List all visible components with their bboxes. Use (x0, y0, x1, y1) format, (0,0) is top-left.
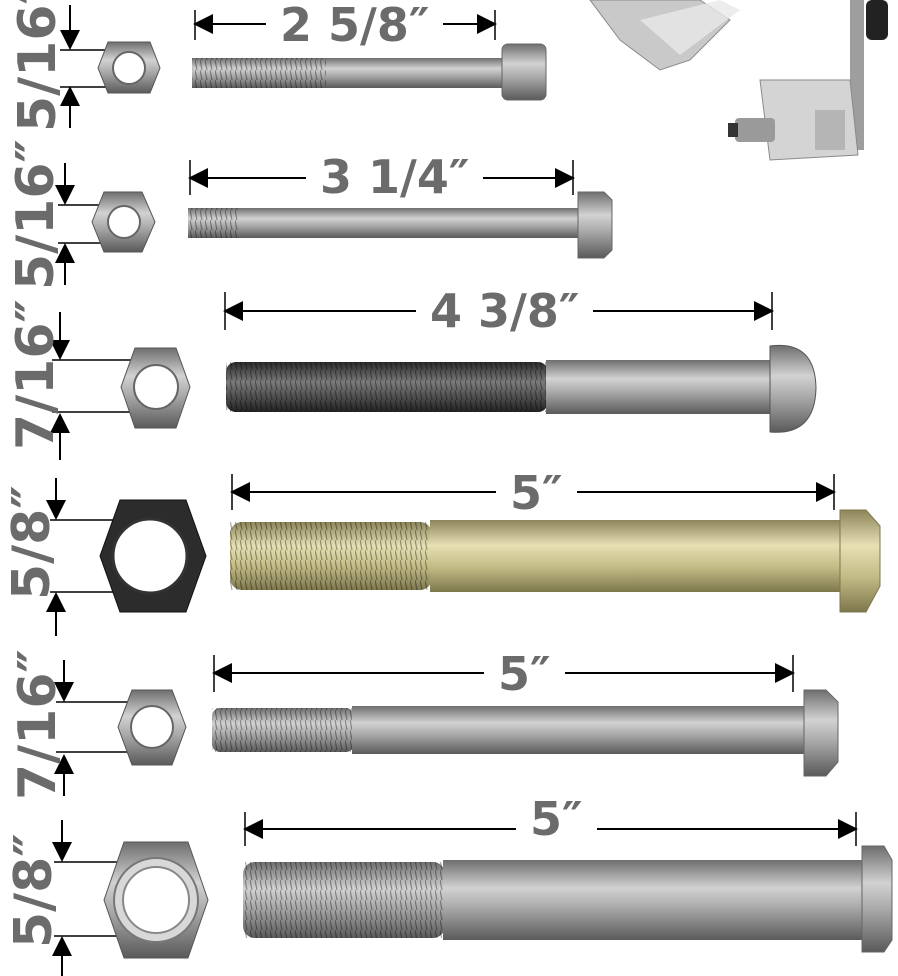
diameter-label-2: 5/16″ (6, 139, 66, 290)
length-label-5: 5″ (484, 651, 565, 697)
bolt-row-5 (54, 655, 839, 796)
length-label-2: 3 1/4″ (306, 154, 484, 200)
bolt-row-1 (60, 5, 547, 128)
bolt-row-2 (55, 160, 613, 285)
bracket-photo (589, 0, 888, 161)
bolt-row-4 (46, 474, 881, 636)
length-label-6: 5″ (516, 796, 597, 842)
diameter-label-6: 5/8″ (4, 833, 64, 948)
diameter-label-5: 7/16″ (8, 649, 68, 800)
diameter-label-1: 5/16″ (8, 0, 68, 132)
length-label-4: 5″ (496, 470, 577, 516)
diameter-label-4: 5/8″ (2, 485, 62, 600)
length-label-1: 2 5/8″ (266, 2, 444, 48)
bolt-row-6 (52, 812, 893, 976)
diameter-label-3: 7/16″ (6, 299, 66, 450)
length-label-3: 4 3/8″ (416, 288, 594, 334)
bolt-row-3 (50, 292, 817, 460)
